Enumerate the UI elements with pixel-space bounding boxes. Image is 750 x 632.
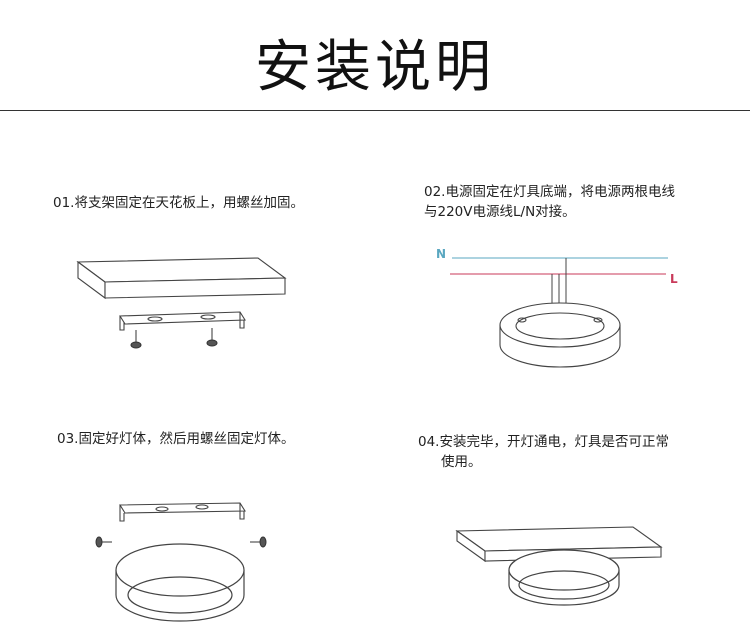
mounting-bracket (119, 311, 246, 331)
lamp-ring (499, 302, 621, 368)
lamp-body (115, 543, 245, 622)
step-3-line-1: 03.固定好灯体，然后用螺丝固定灯体。 (57, 431, 295, 447)
page-title: 安装说明 (255, 35, 495, 100)
screw-icon (95, 536, 112, 548)
title-divider (0, 110, 750, 111)
step-1-line-1: 01.将支架固定在天花板上，用螺丝加固。 (53, 195, 304, 211)
lamp-body (508, 549, 620, 606)
step-4-illustration (455, 526, 663, 606)
step-2-text: 02.电源固定在灯具底端，将电源两根电线 与220V电源线L/N对接。 (424, 182, 675, 222)
step-2-line-1: 02.电源固定在灯具底端，将电源两根电线 (424, 184, 675, 200)
step-3-illustration (95, 502, 267, 622)
step-4-line-2: 使用。 (441, 454, 482, 470)
step-3-text: 03.固定好灯体，然后用螺丝固定灯体。 (57, 429, 294, 449)
ceiling-board (76, 257, 287, 300)
mounting-bracket (119, 502, 246, 522)
step-4-text: 04.安装完毕，开灯通电，灯具是否可正常 使用。 (418, 432, 669, 472)
step-2-line-2: 与220V电源线L/N对接。 (424, 204, 576, 220)
step-4-line-1: 04.安装完毕，开灯通电，灯具是否可正常 (418, 434, 669, 450)
screw-icon (250, 536, 267, 548)
screw-icon (130, 330, 142, 349)
step-2-illustration: N L (436, 247, 678, 368)
n-wire-label: N (436, 247, 446, 261)
step-1-illustration (76, 257, 287, 349)
l-wire-label: L (670, 272, 678, 286)
step-1-text: 01.将支架固定在天花板上，用螺丝加固。 (53, 193, 304, 213)
screw-icon (206, 328, 218, 347)
